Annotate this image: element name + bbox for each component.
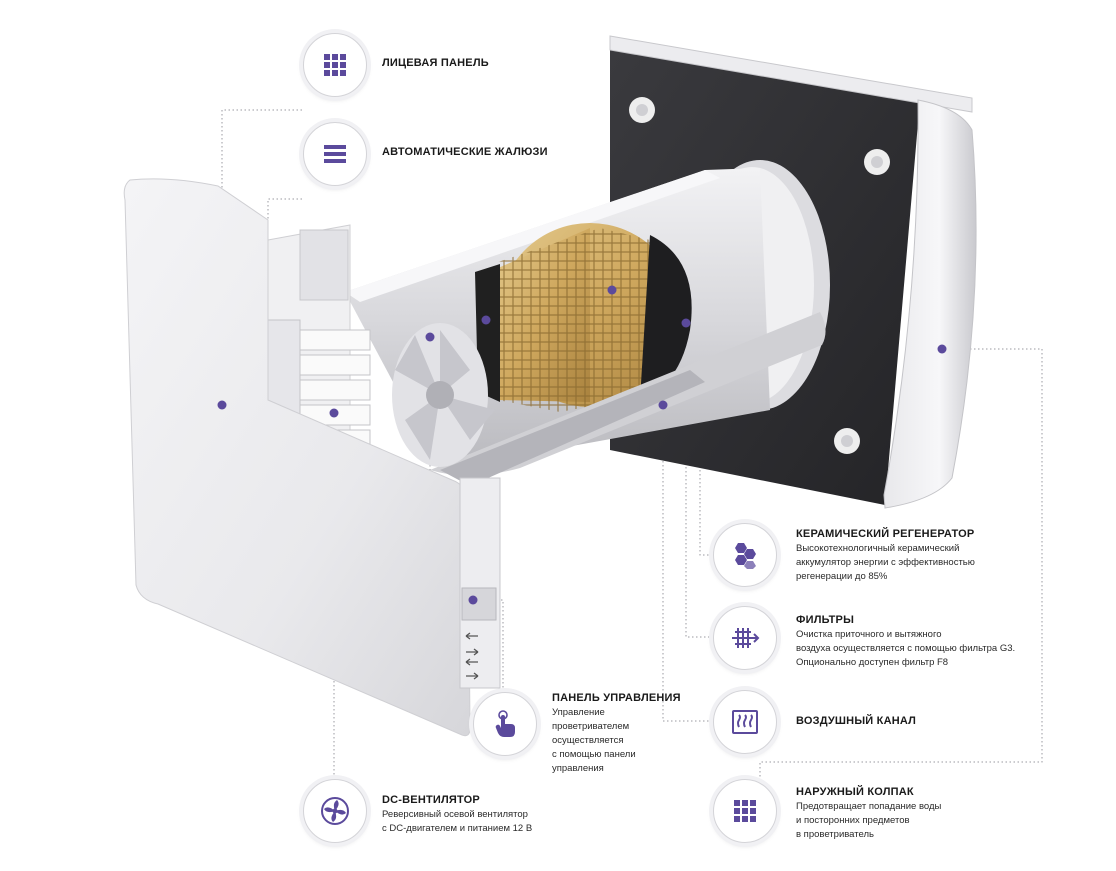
grid-icon (734, 800, 756, 822)
filters-badge (713, 606, 777, 670)
face-panel-badge (303, 33, 367, 97)
dc-fan-title: DC-ВЕНТИЛЯТОР (382, 794, 480, 806)
air-duct-title: ВОЗДУШНЫЙ КАНАЛ (796, 715, 917, 727)
outer-hood-title: НАРУЖНЫЙ КОЛПАК (796, 786, 914, 798)
ceramic-title: КЕРАМИЧЕСКИЙ РЕГЕНЕРАТОР (796, 528, 975, 540)
face-panel-title: ЛИЦЕВАЯ ПАНЕЛЬ (382, 57, 489, 69)
control-panel-title: ПАНЕЛЬ УПРАВЛЕНИЯ (552, 692, 681, 704)
airflow-icon (732, 710, 758, 734)
control-panel-badge (473, 692, 537, 756)
touch-icon (495, 710, 515, 737)
shutters-title: АВТОМАТИЧЕСКИЕ ЖАЛЮЗИ (382, 146, 548, 158)
grid-icon (324, 54, 346, 76)
fan-icon (321, 797, 349, 825)
dc-fan-badge (303, 779, 367, 843)
filters-title: ФИЛЬТРЫ (796, 614, 855, 626)
hexagons-icon (735, 543, 756, 569)
shutters-badge (303, 122, 367, 186)
air-duct-badge (713, 690, 777, 754)
ceramic-badge (713, 523, 777, 587)
filter-icon (732, 628, 760, 648)
shutters-icon (324, 145, 346, 163)
outer-hood-badge (713, 779, 777, 843)
